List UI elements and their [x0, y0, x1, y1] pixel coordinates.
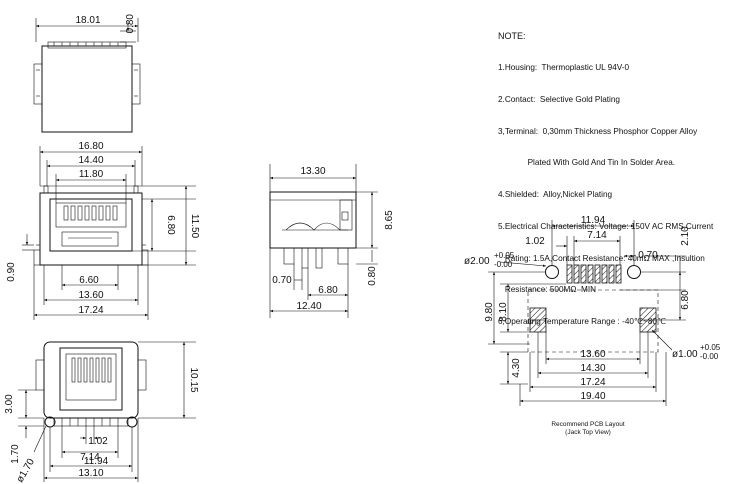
dim-10-15: 10.15 [188, 367, 199, 392]
bottom-view-body [43, 341, 139, 419]
dim-11-80: 11.80 [79, 169, 104, 180]
dim-3-00: 3.00 [4, 394, 15, 414]
top-view-pin-strip [47, 41, 127, 49]
notes-block: NOTE: 1.Housing: Thermoplastic UL 94V-0 … [498, 10, 738, 338]
front-view-latch [61, 231, 119, 247]
pcb-dim-8-10: 8.10 [498, 302, 509, 322]
dim-0-70: 0.70 [272, 275, 292, 286]
front-view-contact-window [55, 202, 127, 228]
dim-16-80: 16.80 [78, 141, 103, 152]
pcb-outline [527, 289, 659, 353]
dim-8-65: 8.65 [384, 210, 395, 230]
note-line: 4.Shielded: Alloy,Nickel Plating [498, 190, 613, 200]
note-line: 3,Terminal: 0,30mm Thickness Phosphor Co… [498, 126, 698, 136]
dim-6-80-front: 6.80 [165, 215, 176, 235]
note-line: 5.Electrical Characteristics: Voltage: 1… [498, 221, 714, 231]
dim-12-40: 12.40 [296, 301, 321, 312]
dim-18-01: 18.01 [75, 15, 100, 26]
pcb-dim-6-80: 6.80 [680, 290, 691, 310]
note-line: 1.Housing: Thermoplastic UL 94V-0 [498, 62, 630, 72]
pcb-dim-17-24: 17.24 [580, 377, 605, 388]
bottom-view-jack [59, 347, 123, 411]
front-view-body [39, 192, 143, 266]
pcb-dim-19-40: 19.40 [580, 391, 605, 402]
dim-14-40: 14.40 [78, 155, 103, 166]
pcb-hole-large-plus: +0.05 [494, 251, 515, 260]
top-view-body [41, 45, 133, 133]
dim-13-60-front: 13.60 [78, 290, 103, 301]
pcb-hole-large-minus: -0.00 [494, 260, 513, 269]
dim-1-70: 1.70 [10, 444, 21, 464]
dim-7-14-bottom: 7.14 [80, 452, 100, 463]
pcb-dim-11-94: 11.94 [581, 215, 606, 226]
dim-13-10: 13.10 [78, 468, 103, 479]
bottom-view-pin-row [53, 417, 129, 427]
pcb-dim-4-30: 4.30 [511, 358, 522, 378]
top-view: 18.01 0.80 [33, 14, 141, 133]
pcb-dim-9-80: 9.80 [484, 302, 495, 322]
pcb-dim-7-14: 7.14 [587, 230, 607, 241]
pcb-layout: 11.94 7.14 1.02 0.70 2.10 6.80 ø2.00 +0.… [464, 215, 721, 406]
pcb-dim-14-30: 14.30 [580, 363, 605, 374]
dim-0-80-top: 0.80 [125, 14, 136, 34]
note-line: Rating: 1.5A,Contact Resistance: 40mΩ MA… [498, 253, 705, 263]
front-view: 16.80 14.40 11.80 6.80 11.50 0.90 6.60 1… [6, 141, 200, 320]
dim-0-80-side: 0.80 [367, 266, 378, 286]
dim-11-50: 11.50 [189, 214, 200, 239]
pcb-dim-13-60: 13.60 [580, 349, 605, 360]
pcb-hole-small-plus: +0.05 [700, 343, 721, 352]
pcb-dim-1-02: 1.02 [525, 236, 545, 247]
note-line: Resistance: 500MΩ MIN [498, 285, 597, 295]
pcb-hole-small-minus: -0.00 [700, 352, 719, 361]
dim-0-90: 0.90 [6, 262, 17, 282]
dim-1-02-bottom: 1.02 [88, 436, 108, 447]
dim-13-30: 13.30 [300, 166, 325, 177]
bottom-view: 10.15 3.00 1.02 1.70 ø1.70 7.14 11.94 13… [4, 341, 199, 484]
pcb-hole-large-label: ø2.00 [464, 256, 490, 267]
pcb-hole-small-label: ø1.00 [672, 349, 698, 360]
pcb-caption-subtitle: (Jack Top View) [565, 429, 611, 436]
note-line: 2.Contact: Selective Gold Plating [498, 94, 620, 104]
pcb-dim-2-10: 2.10 [680, 226, 691, 246]
pcb-caption: Recommend PCB Layout (Jack Top View) [538, 421, 638, 437]
top-view-right-tab [131, 63, 141, 105]
note-line: Plated With Gold And Tin In Solder Area. [498, 158, 676, 168]
dim-17-24-front: 17.24 [78, 305, 103, 316]
dim-6-80-side: 6.80 [318, 285, 338, 296]
dim-11-94-bottom: 11.94 [84, 456, 109, 467]
note-line: 6,Operating Temperature Range : -40℃~80℃ [498, 317, 667, 327]
front-view-jack-opening [49, 198, 133, 252]
top-view-left-tab [33, 63, 43, 105]
dim-6-60: 6.60 [79, 275, 99, 286]
side-view-body [269, 191, 357, 249]
side-view: 13.30 8.65 0.80 0.70 6.80 12.40 [269, 164, 395, 318]
pcb-dim-0-70: 0.70 [638, 250, 658, 261]
pcb-caption-title: Recommend PCB Layout [551, 421, 625, 428]
notes-title: NOTE: [498, 31, 526, 42]
